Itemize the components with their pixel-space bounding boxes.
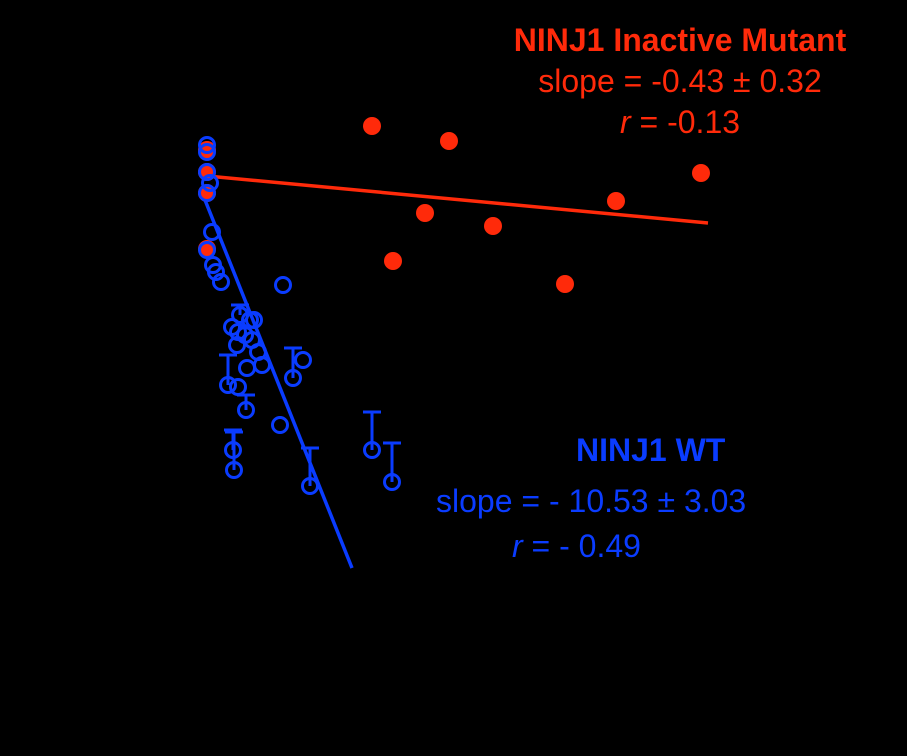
wt-point [224, 441, 242, 459]
wt-label: NINJ1 WT [576, 432, 726, 468]
wt-point [228, 336, 246, 354]
wt-point [198, 136, 216, 154]
wt-point [383, 473, 401, 491]
wt-point [203, 223, 221, 241]
wt-point [284, 369, 302, 387]
mutant-point [556, 275, 574, 293]
wt-point [225, 461, 243, 479]
wt-point [198, 163, 216, 181]
wt-fit-line [203, 199, 354, 569]
mutant-point [363, 117, 381, 135]
wt-point [212, 273, 230, 291]
mutant-point [607, 192, 625, 210]
wt-point [201, 174, 219, 192]
wt-point [245, 311, 263, 329]
mutant-label: NINJ1 Inactive Mutant [513, 22, 847, 58]
wt-point [274, 276, 292, 294]
wt-point [229, 378, 247, 396]
mutant-fit-line [206, 174, 709, 225]
mutant-point [384, 252, 402, 270]
wt-point [207, 263, 225, 281]
wt-point [198, 143, 216, 161]
mutant-point [416, 204, 434, 222]
wt-point [363, 441, 381, 459]
mutant-slope: slope = -0.43 ± 0.32 [538, 63, 822, 99]
wt-r: r = - 0.49 [512, 528, 641, 564]
wt-point [219, 376, 237, 394]
wt-point [294, 351, 312, 369]
mutant-point [692, 164, 710, 182]
wt-point [237, 401, 255, 419]
wt-point [271, 416, 289, 434]
wt-point [238, 359, 256, 377]
wt-point [198, 241, 216, 259]
wt-slope: slope = - 10.53 ± 3.03 [436, 483, 747, 519]
wt-point [301, 477, 319, 495]
wt-point [198, 184, 216, 202]
mutant-r: r = -0.13 [619, 104, 741, 140]
mutant-point [484, 217, 502, 235]
mutant-point [440, 132, 458, 150]
mutant-legend: NINJ1 Inactive Mutant slope = -0.43 ± 0.… [470, 22, 890, 141]
